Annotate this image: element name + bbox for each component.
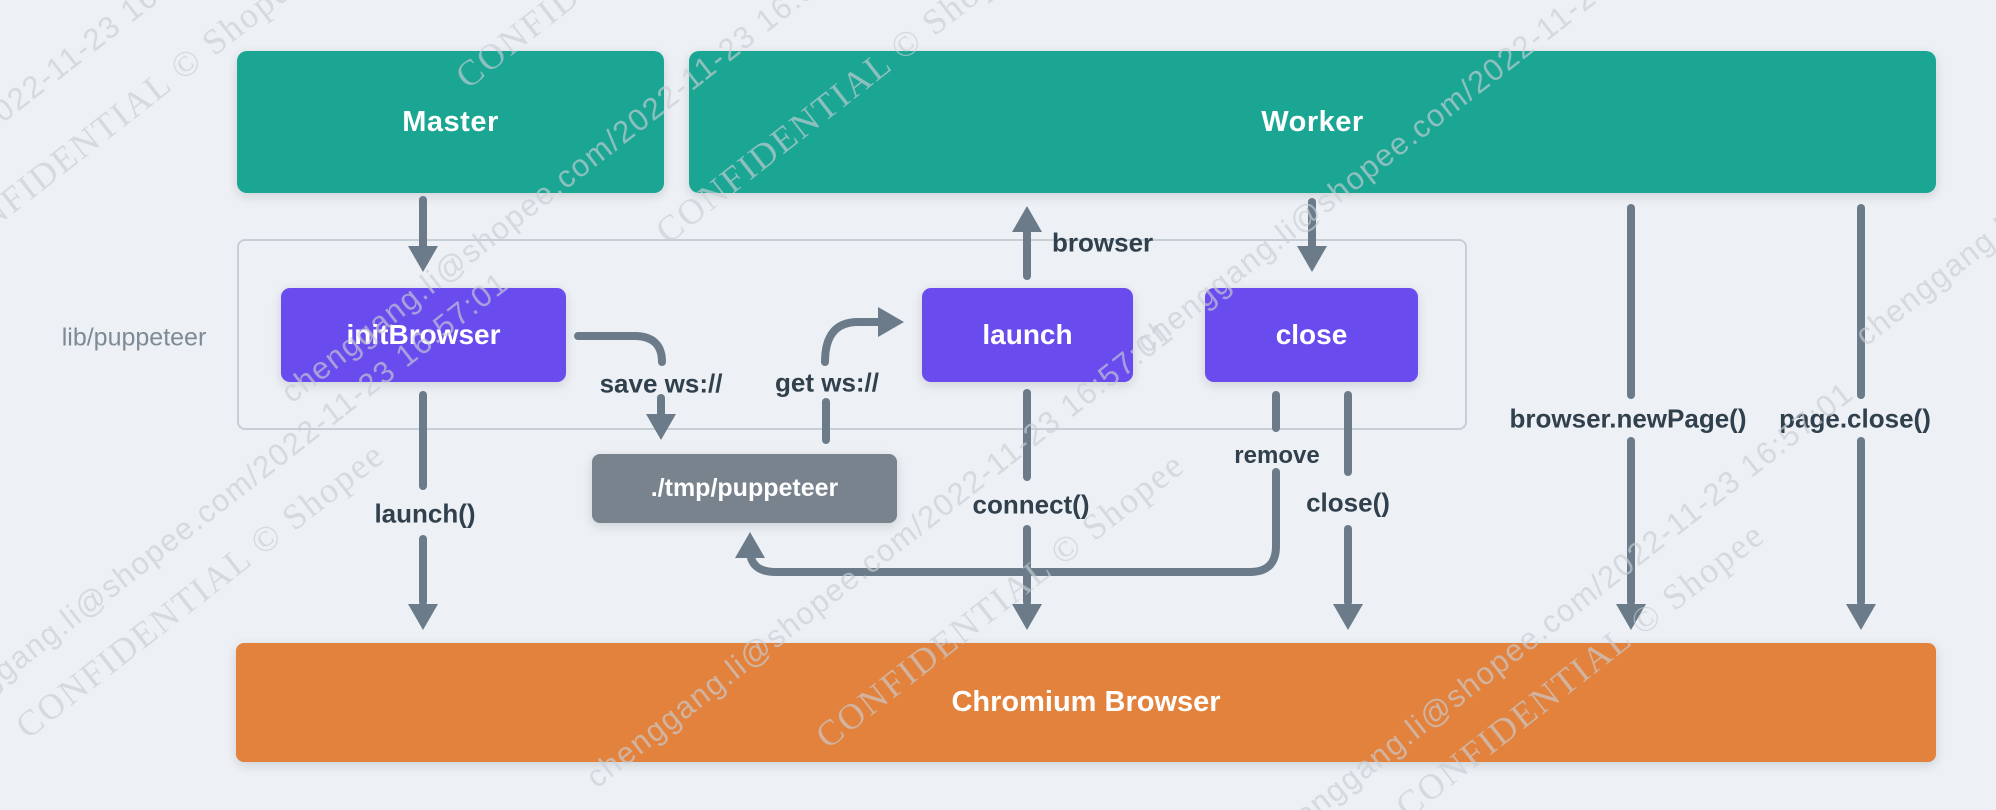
worker-node-label: Worker	[1261, 105, 1364, 138]
save-ws-edge-label: save ws://	[599, 368, 723, 399]
launch-node-label: launch	[982, 319, 1073, 350]
close-call-edge-label: close()	[1306, 487, 1390, 518]
arrowhead-launch-to-worker	[1012, 206, 1042, 232]
chromium-browser-node: Chromium Browser	[236, 643, 1936, 762]
chromium-browser-node-label: Chromium Browser	[951, 686, 1221, 718]
tmp-puppeteer-node: ./tmp/puppeteer	[592, 454, 897, 523]
browser-newpage-edge-label: browser.newPage()	[1509, 403, 1747, 434]
get-ws-edge-label: get ws://	[774, 367, 880, 398]
arrowhead-launch-to-chromium	[1012, 604, 1042, 630]
master-node-label: Master	[402, 105, 499, 138]
arrowhead-close-to-chromium	[1333, 604, 1363, 630]
master-node: Master	[237, 51, 664, 193]
page-close-edge-label: page.close()	[1779, 403, 1931, 434]
lib-puppeteer-label: lib/puppeteer	[61, 323, 207, 352]
worker-node: Worker	[689, 51, 1936, 193]
arrowhead-pageclose	[1846, 604, 1876, 630]
arrowhead-initbrowser-to-chromium	[408, 604, 438, 630]
arrowhead-remove-to-tmp	[735, 532, 765, 558]
launch-node: launch	[922, 288, 1133, 382]
arrowhead-newpage	[1616, 604, 1646, 630]
lib-puppeteer-container	[237, 239, 1467, 430]
init-browser-node: initBrowser	[281, 288, 566, 382]
connect-call-edge-label: connect()	[972, 489, 1090, 520]
browser-edge-label: browser	[1052, 227, 1154, 258]
tmp-puppeteer-node-label: ./tmp/puppeteer	[650, 474, 839, 502]
close-node-label: close	[1275, 319, 1348, 350]
remove-edge-label: remove	[1234, 442, 1320, 469]
close-node: close	[1205, 288, 1418, 382]
init-browser-node-label: initBrowser	[346, 319, 501, 350]
launch-call-edge-label: launch()	[374, 498, 476, 529]
